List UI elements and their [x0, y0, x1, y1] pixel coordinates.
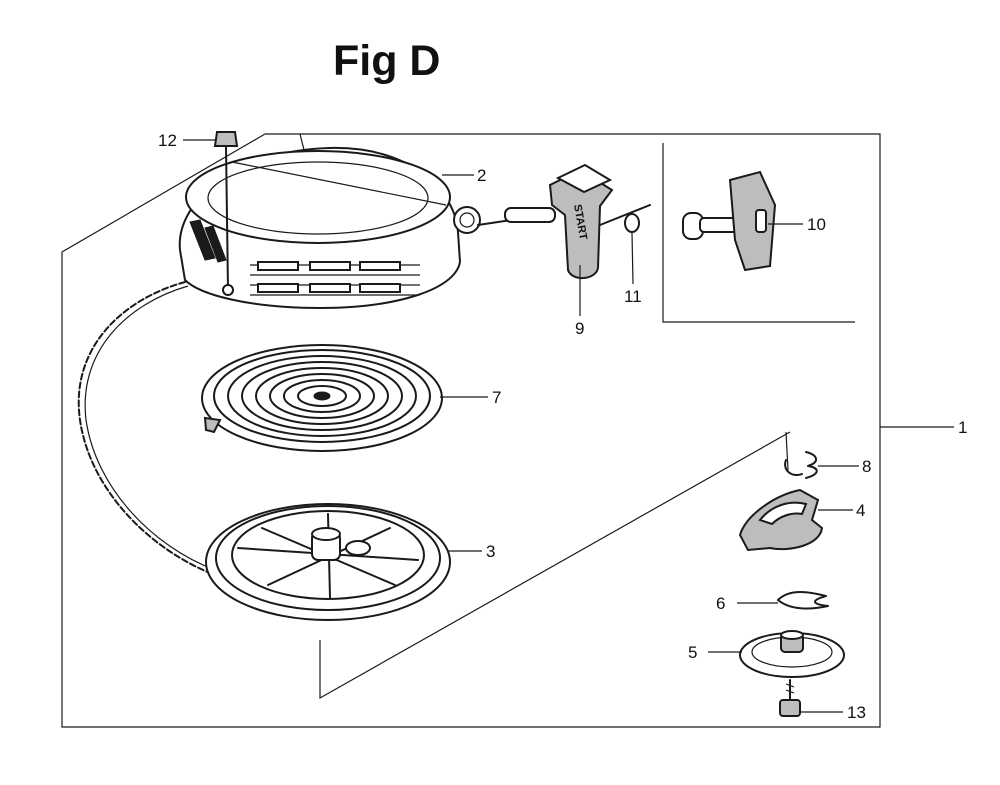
callout-11: 11: [624, 287, 642, 306]
callout-7: 7: [492, 388, 501, 407]
callout-10: 10: [807, 215, 826, 234]
callout-3: 3: [486, 542, 495, 561]
callout-8: 8: [862, 457, 871, 476]
callout-1: 1: [958, 418, 967, 437]
leader-lines: [183, 139, 954, 713]
callout-labels: 1 2 3 4 5 6 7 8 9 10 11 12 13: [158, 131, 967, 722]
callout-12: 12: [158, 131, 177, 150]
callout-13: 13: [847, 703, 866, 722]
rope-knot: [599, 204, 651, 233]
callout-9: 9: [575, 319, 584, 338]
ratchet-pawl: [738, 488, 824, 552]
friction-spring: [777, 591, 829, 610]
callout-6: 6: [716, 594, 725, 613]
alternate-handle: [682, 170, 777, 272]
projection-lines: [319, 431, 791, 700]
callout-4: 4: [856, 501, 865, 520]
recoil-spring: [201, 344, 443, 452]
callout-2: 2: [477, 166, 486, 185]
plate-screw: [779, 679, 801, 717]
figure-title: Fig D: [333, 37, 441, 85]
callout-5: 5: [688, 643, 697, 662]
inset-box: [662, 143, 855, 323]
starter-reel: [205, 503, 451, 621]
starter-rope: [77, 281, 216, 576]
pawl-spring: [784, 451, 818, 479]
starter-case: [178, 146, 481, 310]
friction-plate: [739, 630, 845, 678]
case-bolt: [213, 131, 239, 296]
start-handle: START: [477, 163, 614, 279]
